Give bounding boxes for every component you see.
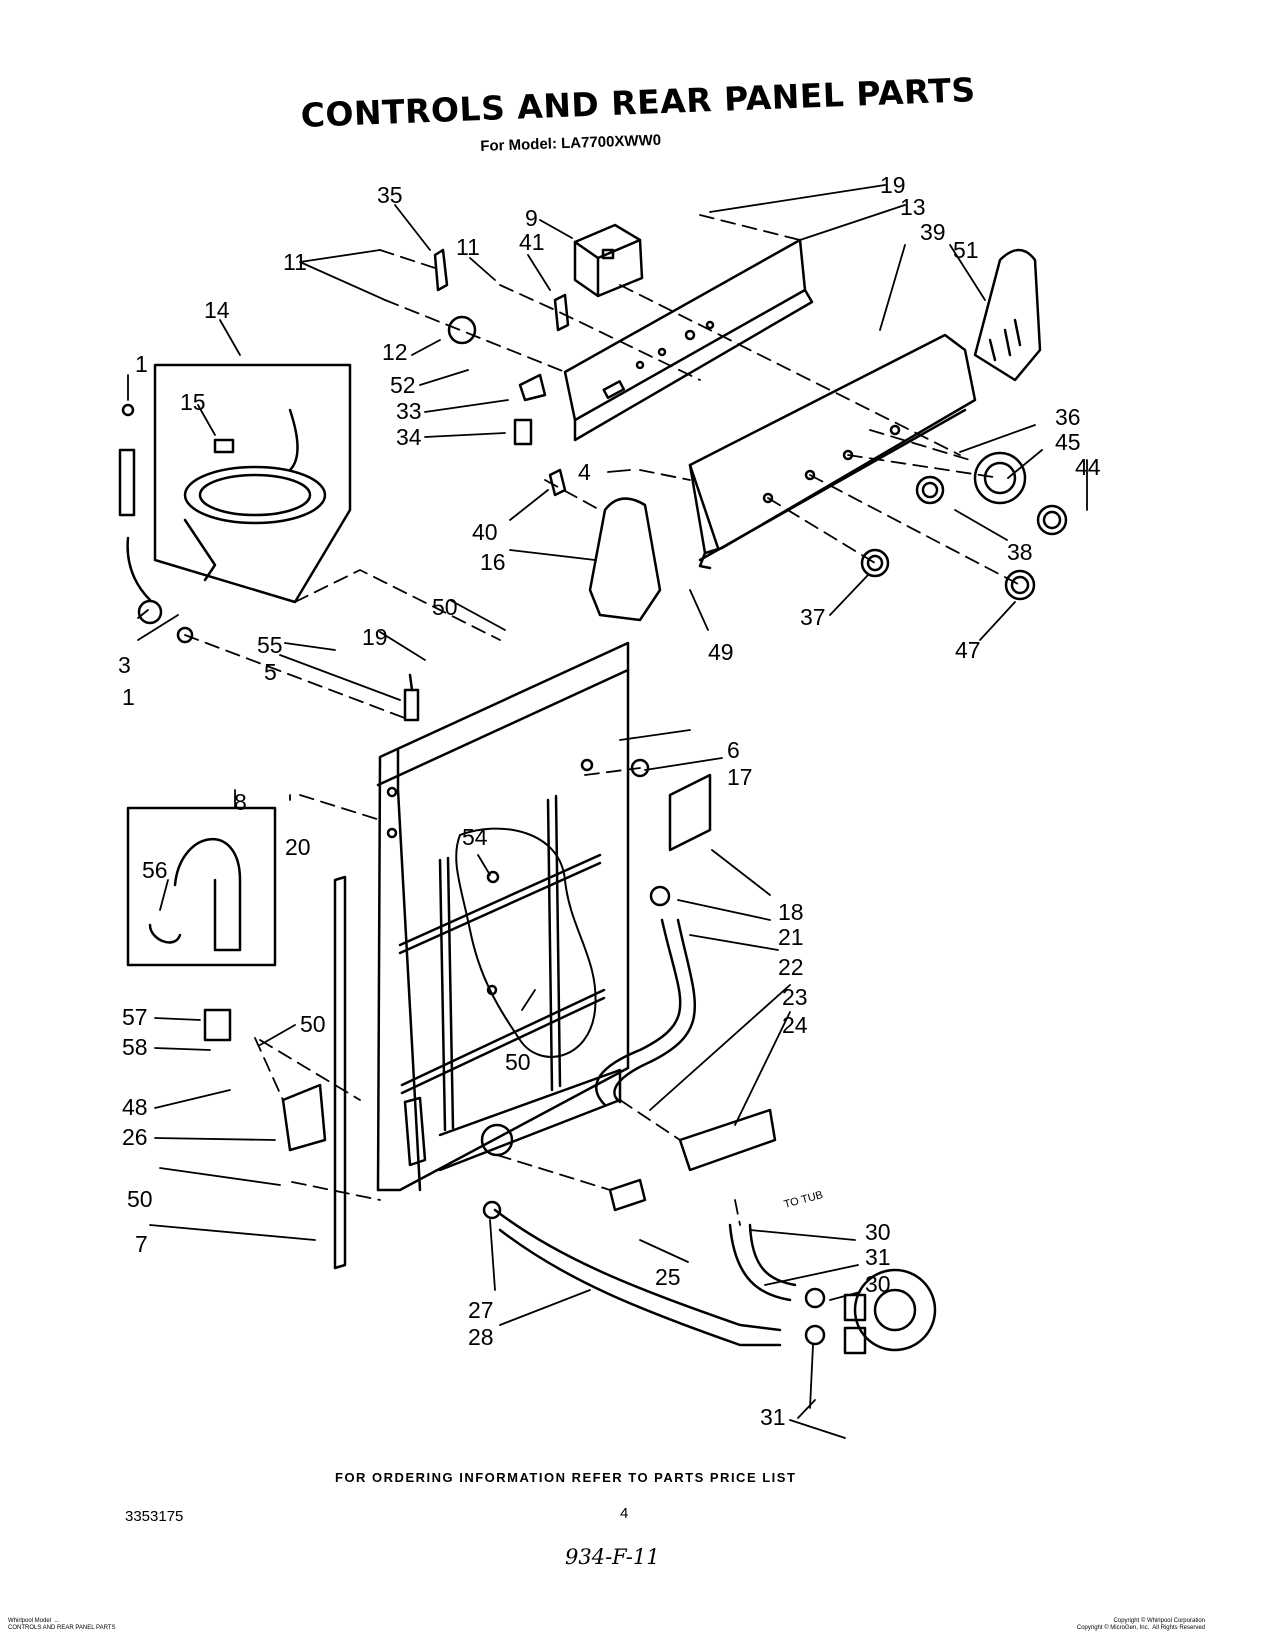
handwritten-note: 934-F-11 xyxy=(565,1545,660,1569)
callout-label: 50 xyxy=(432,594,458,620)
callout-label: 8 xyxy=(234,789,247,815)
callout-label: 55 xyxy=(257,632,283,658)
callout-label: 22 xyxy=(778,954,804,980)
callout-label: 19 xyxy=(880,172,906,198)
callout-label: 5 xyxy=(264,659,277,685)
callout-label: 37 xyxy=(800,604,826,630)
callout-label: 34 xyxy=(396,424,422,450)
power-cord-box xyxy=(153,363,352,604)
callout-label: 40 xyxy=(472,519,498,545)
callout-label: 18 xyxy=(778,899,804,925)
callout-label: 36 xyxy=(1055,404,1081,430)
callout-label: 44 xyxy=(1075,454,1101,480)
callout-label: 9 xyxy=(525,205,538,231)
callout-label: 25 xyxy=(655,1264,681,1290)
callout-label: 6 xyxy=(727,737,740,763)
callout-label: 1 xyxy=(135,351,148,377)
callout-label: 11 xyxy=(283,249,307,275)
ordering-note: FOR ORDERING INFORMATION REFER TO PARTS … xyxy=(335,1470,797,1485)
callout-label: 35 xyxy=(377,182,403,208)
callout-label: 13 xyxy=(900,194,926,220)
callout-label: 1 xyxy=(122,684,135,710)
callout-label: 4 xyxy=(578,459,591,485)
callout-label: 21 xyxy=(778,924,804,950)
callout-label: 33 xyxy=(396,398,422,424)
fine-print-right: Copyright © Whirlpool Corporation Copyri… xyxy=(1076,1618,1205,1631)
callout-label: 11 xyxy=(456,234,480,260)
console-backsplash-part xyxy=(688,333,977,570)
callout-label: 39 xyxy=(920,219,946,245)
callout-label: 54 xyxy=(462,824,488,850)
knob-part xyxy=(860,451,1068,601)
to-tub-label: TO TUB xyxy=(783,1189,825,1211)
callout-label: 20 xyxy=(285,834,311,860)
callout-label: 31 xyxy=(760,1404,786,1430)
callout-label: 28 xyxy=(468,1324,494,1350)
hardware-part xyxy=(118,248,777,1270)
callout-label: 50 xyxy=(505,1049,531,1075)
document-number: 3353175 xyxy=(125,1508,184,1525)
timer-part xyxy=(573,223,644,298)
callout-label: 7 xyxy=(135,1231,148,1257)
end-cap-part xyxy=(973,248,1042,382)
callout-label: 24 xyxy=(782,1012,808,1038)
callout-label: 26 xyxy=(122,1124,148,1150)
callout-label: 58 xyxy=(122,1034,148,1060)
hose-part xyxy=(493,918,937,1355)
callout-label: 19 xyxy=(362,624,388,650)
callout-label: 30 xyxy=(865,1271,891,1297)
drain-hose-box xyxy=(126,806,277,1042)
callout-label: 45 xyxy=(1055,429,1081,455)
callout-label: 52 xyxy=(390,372,416,398)
callout-label: 16 xyxy=(480,549,506,575)
assembly-lines xyxy=(184,214,1021,1226)
callout-label: 50 xyxy=(127,1186,153,1212)
callout-label: 41 xyxy=(519,229,545,255)
callout-label: 48 xyxy=(122,1094,148,1120)
callout-label: 30 xyxy=(865,1219,891,1245)
callout-label: 23 xyxy=(782,984,808,1010)
callout-label: 14 xyxy=(204,297,230,323)
rear-panel-part xyxy=(376,641,630,1192)
callout-label: 56 xyxy=(142,857,168,883)
callout-label: 31 xyxy=(865,1244,891,1270)
control-bracket-part xyxy=(563,238,814,442)
leader-lines xyxy=(127,184,1088,1439)
callout-label: 49 xyxy=(708,639,734,665)
fine-print-left: Whirlpool Model ... CONTROLS AND REAR PA… xyxy=(8,1618,116,1631)
callout-label: 15 xyxy=(180,389,206,415)
callout-label: 51 xyxy=(953,237,979,263)
callout-label: 12 xyxy=(382,339,408,365)
page-number: 4 xyxy=(620,1505,629,1522)
end-cap-part xyxy=(588,497,662,622)
callout-label: 47 xyxy=(955,637,981,663)
callout-label: 17 xyxy=(727,764,753,790)
callout-label: 38 xyxy=(1007,539,1033,565)
callout-label: 27 xyxy=(468,1297,494,1323)
callout-label: 3 xyxy=(118,652,131,678)
callout-label: 57 xyxy=(122,1004,148,1030)
callout-label: 50 xyxy=(300,1011,326,1037)
